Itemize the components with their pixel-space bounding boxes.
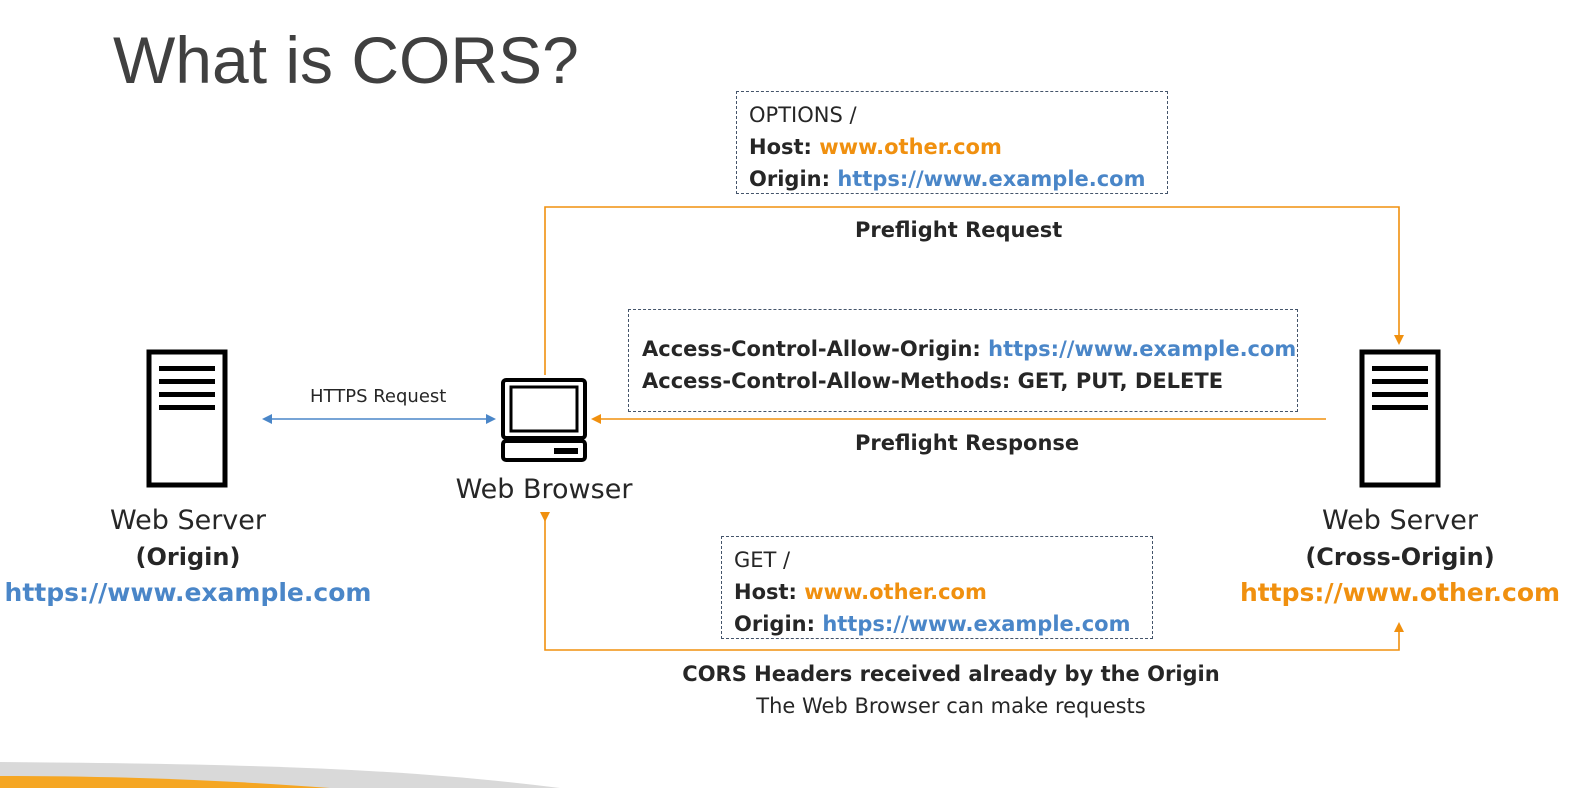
origin-server-name: Web Server bbox=[110, 505, 266, 536]
preflight-response-box: Access-Control-Allow-Origin: https://www… bbox=[628, 309, 1298, 412]
get-method: GET / bbox=[734, 548, 791, 572]
origin-server-icon bbox=[146, 349, 228, 488]
cors-headers-caption: CORS Headers received already by the Ori… bbox=[682, 662, 1220, 686]
preflight-host-value: www.other.com bbox=[819, 135, 1002, 159]
preflight-origin-key: Origin: bbox=[749, 167, 830, 191]
preflight-host-line: Host: www.other.com bbox=[749, 131, 1002, 163]
get-request-arrow bbox=[540, 512, 1404, 651]
cross-origin-server-labels: Web Server (Cross-Origin) https://www.ot… bbox=[1228, 503, 1572, 611]
origin-server-role: (Origin) bbox=[135, 543, 241, 571]
preflight-request-box: OPTIONS / Host: www.other.com Origin: ht… bbox=[736, 91, 1168, 194]
origin-server-url: https://www.example.com bbox=[4, 578, 372, 607]
https-request-label: HTTPS Request bbox=[310, 386, 447, 407]
browser-requests-caption: The Web Browser can make requests bbox=[756, 694, 1146, 718]
allow-origin-line: Access-Control-Allow-Origin: https://www… bbox=[642, 333, 1296, 365]
preflight-request-label: Preflight Request bbox=[855, 218, 1063, 242]
get-origin-value: https://www.example.com bbox=[822, 612, 1131, 636]
origin-server-labels: Web Server (Origin) https://www.example.… bbox=[0, 503, 376, 611]
get-host-line: Host: www.other.com bbox=[734, 576, 987, 608]
footer-swoosh bbox=[0, 762, 560, 788]
get-origin-line: Origin: https://www.example.com bbox=[734, 608, 1131, 640]
get-host-key: Host: bbox=[734, 580, 797, 604]
cross-origin-server-name: Web Server bbox=[1322, 505, 1478, 536]
get-origin-key: Origin: bbox=[734, 612, 815, 636]
cross-origin-server-icon bbox=[1359, 349, 1441, 488]
preflight-method: OPTIONS / bbox=[749, 103, 857, 127]
preflight-response-label: Preflight Response bbox=[855, 431, 1080, 455]
page-title: What is CORS? bbox=[113, 23, 579, 97]
web-browser-label: Web Browser bbox=[455, 474, 633, 505]
allow-methods-line: Access-Control-Allow-Methods: GET, PUT, … bbox=[642, 369, 1224, 393]
allow-origin-key: Access-Control-Allow-Origin: bbox=[642, 337, 981, 361]
preflight-request-arrow bbox=[544, 206, 1404, 375]
preflight-host-key: Host: bbox=[749, 135, 812, 159]
get-host-value: www.other.com bbox=[804, 580, 987, 604]
web-browser-icon bbox=[501, 378, 587, 462]
get-request-box: GET / Host: www.other.com Origin: https:… bbox=[721, 536, 1153, 639]
preflight-origin-line: Origin: https://www.example.com bbox=[749, 163, 1146, 195]
cross-origin-server-url: https://www.other.com bbox=[1239, 578, 1561, 607]
preflight-origin-value: https://www.example.com bbox=[837, 167, 1146, 191]
cross-origin-server-role: (Cross-Origin) bbox=[1305, 543, 1495, 571]
allow-origin-value: https://www.example.com bbox=[988, 337, 1297, 361]
